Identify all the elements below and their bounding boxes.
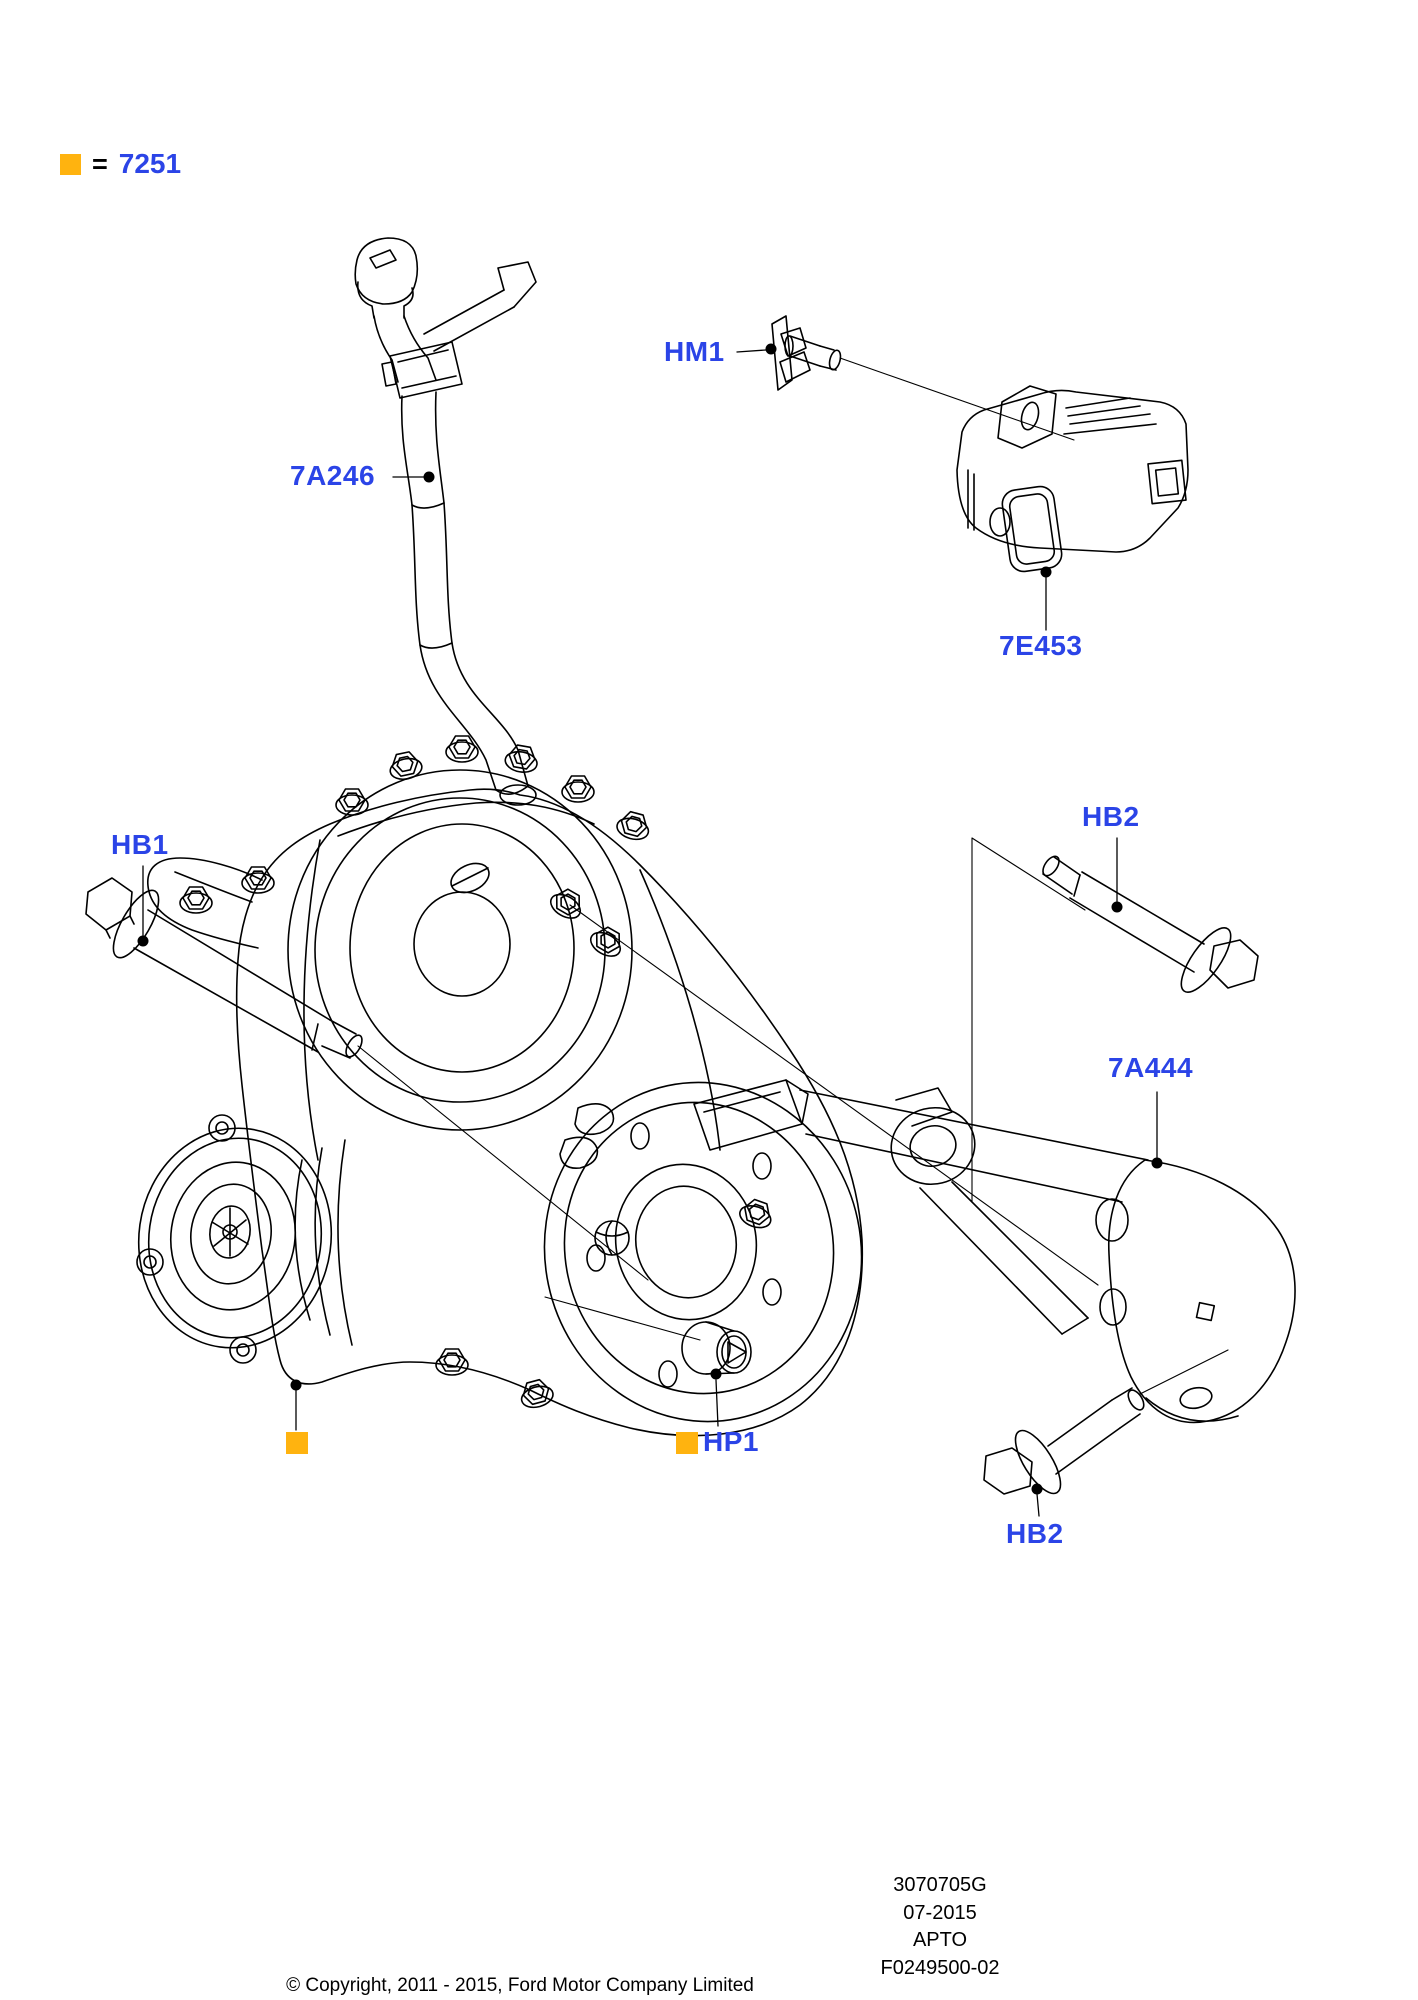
copyright-notice: © Copyright, 2011 - 2015, Ford Motor Com… — [286, 1975, 754, 1996]
control-module-drawing — [956, 385, 1189, 573]
legend: = 7251 — [60, 150, 181, 178]
drawing-info-block: 3070705G 07-2015 APTO F0249500-02 — [845, 1872, 1035, 1982]
bolt-hb2-top-drawing — [1042, 855, 1259, 993]
legend-marker-swatch — [60, 153, 81, 175]
mount-stud-drawing — [771, 315, 842, 391]
legend-equals: = — [92, 148, 108, 179]
transfer-case-drawing — [136, 735, 864, 1437]
support-bracket-drawing — [693, 1079, 1296, 1424]
doc-date: 07-2015 — [903, 1901, 977, 1924]
callout-hb2-top[interactable]: HB2 — [1082, 801, 1140, 832]
leader-dots — [137, 343, 1163, 1495]
callout-hb1[interactable]: HB1 — [111, 829, 169, 860]
doc-code: APTO — [912, 1929, 968, 1951]
dipstick-tube-drawing — [354, 237, 537, 795]
form-number: F0249500-02 — [880, 1956, 1000, 1979]
doc-number: 3070705G — [893, 1874, 987, 1896]
callout-hp1[interactable]: HP1 — [703, 1426, 759, 1457]
callout-hb2-bottom[interactable]: HB2 — [1006, 1518, 1064, 1549]
bolt-hb2-bottom-drawing — [983, 1387, 1145, 1495]
part-marker-7251-left[interactable] — [286, 1432, 308, 1454]
leader-lines — [137, 343, 1229, 1517]
part-marker-7251-hp1[interactable] — [676, 1432, 698, 1454]
callout-7a246[interactable]: 7A246 — [290, 460, 376, 491]
callout-7e453[interactable]: 7E453 — [999, 630, 1083, 661]
bolt-hb1-drawing — [85, 877, 363, 1059]
callout-7a444[interactable]: 7A444 — [1108, 1052, 1194, 1083]
bushing-drawing — [681, 1321, 752, 1375]
callout-hm1[interactable]: HM1 — [664, 336, 725, 367]
legend-part-code: 7251 — [118, 148, 182, 179]
